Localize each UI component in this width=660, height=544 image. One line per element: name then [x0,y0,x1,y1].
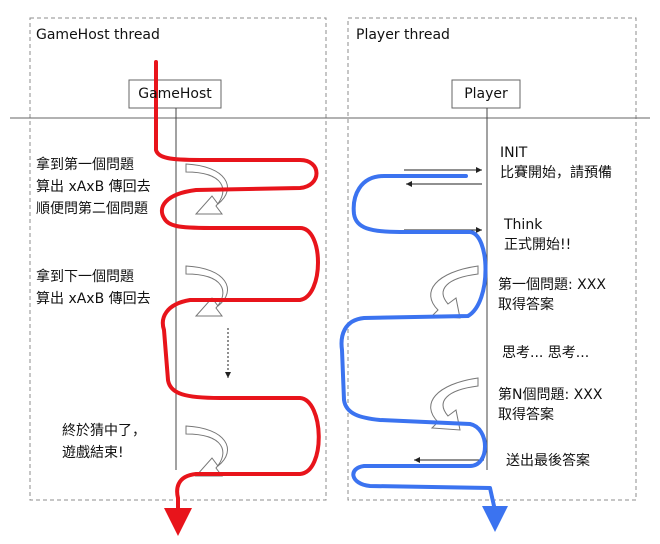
player-actor-label: Player [464,86,508,102]
gamehost-lane-title: GameHost thread [36,27,160,43]
curved-arrow-icon [430,265,479,319]
player-step-2-line-2: 正式開始!! [504,237,572,253]
gamehost-step-1-line-2: 算出 xAxB 傳回去 [36,179,151,195]
gamehost-step-1-line-1: 拿到第一個問題 [36,157,134,173]
curved-arrow-icon [185,163,228,215]
curved-arrow-icon [185,265,228,317]
player-step-5-line-1: 第N個問題: XXX [498,387,603,403]
player-flow-arrowhead [482,506,508,532]
player-step-3-line-1: 第一個問題: XXX [498,277,606,293]
player-step-6-line-1: 送出最後答案 [506,453,590,469]
player-flow-line [339,174,496,508]
gamehost-flow-arrowhead [164,508,192,536]
player-lane-title: Player thread [356,27,450,43]
curved-arrow-icon [430,377,479,431]
player-step-5-line-2: 取得答案 [498,407,554,423]
gamehost-actor-label: GameHost [138,86,212,102]
gamehost-step-3-line-2: 遊戲結束! [62,445,124,461]
player-step-3-line-2: 取得答案 [498,297,554,313]
player-step-1-line-1: INIT [500,145,528,161]
gamehost-flow-line [154,60,321,512]
gamehost-step-1-line-3: 順便問第二個問題 [36,201,148,217]
gamehost-step-3-line-1: 終於猜中了， [62,423,146,439]
player-step-2-line-1: Think [504,217,543,233]
gamehost-actor-box [128,79,222,109]
curved-arrow-icon [185,425,228,477]
gamehost-step-2-line-2: 算出 xAxB 傳回去 [36,291,151,307]
player-step-1-line-2: 比賽開始，請預備 [500,165,612,181]
player-step-4-line-1: 思考... 思考... [502,345,590,361]
player-actor-box [451,79,521,109]
gamehost-step-2-line-1: 拿到下一個問題 [36,269,134,285]
